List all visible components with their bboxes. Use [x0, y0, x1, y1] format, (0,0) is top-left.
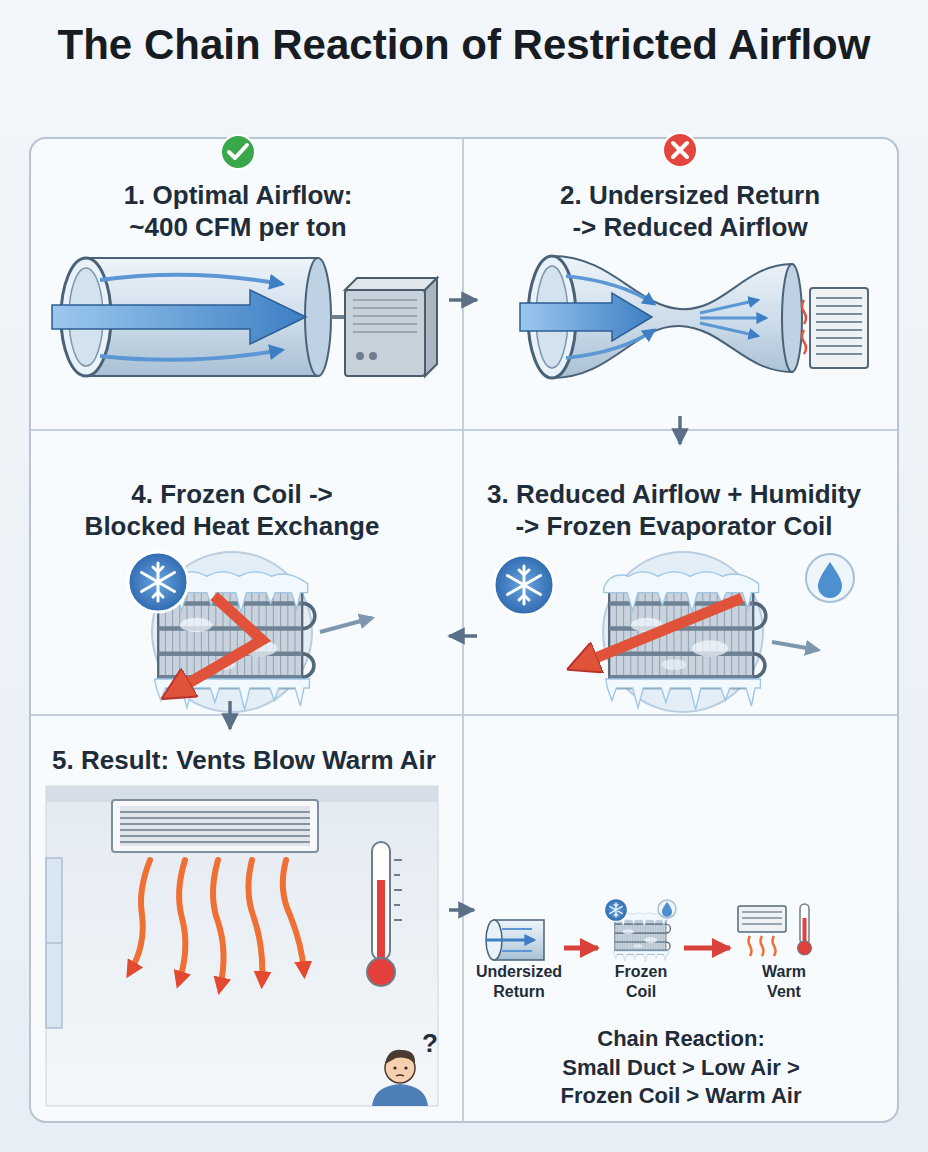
- panel-heading: 5. Result: Vents Blow Warm Air: [51, 744, 438, 776]
- step-panel: 4. Frozen Coil -> Blocked Heat Exchange: [44, 444, 449, 701]
- panel-heading: 4. Frozen Coil -> Blocked Heat Exchange: [83, 478, 381, 542]
- mini-step: Undersized Return: [474, 900, 564, 1010]
- panel-heading: 2. Undersized Return -> Reduced Airflow: [558, 179, 822, 243]
- check-icon: [221, 135, 255, 169]
- mini-label: Warm Vent: [761, 962, 808, 1002]
- panel-heading: 1. Optimal Airflow: ~400 CFM per ton: [122, 179, 354, 243]
- mini-duct: [486, 920, 544, 960]
- mini-coil: [605, 899, 676, 962]
- mini-step: Frozen Coil: [598, 900, 684, 1010]
- title: The Chain Reaction of Restricted Airflow: [56, 20, 872, 70]
- flow-arrow: [228, 701, 232, 729]
- flow-arrow: [684, 946, 730, 951]
- cross-icon: [663, 133, 697, 167]
- flow-arrow: [678, 416, 682, 444]
- panel-heading: 3. Reduced Airflow + Humidity -> Frozen …: [486, 478, 863, 542]
- ac-unit: [331, 278, 437, 376]
- summary-panel: Chain Reaction:Small Duct > Low Air > Fr…: [474, 729, 888, 1113]
- step-panel: 3. Reduced Airflow + Humidity -> Frozen …: [477, 444, 884, 701]
- flow-arrow: [449, 908, 474, 912]
- summary-text: Small Duct > Low Air > Frozen Coil > War…: [559, 1054, 803, 1110]
- flow-arrow: [449, 298, 477, 302]
- flow-arrow: [564, 946, 598, 951]
- frozen-coil-humid: [494, 552, 854, 712]
- frozen-coil-blocked: [128, 552, 372, 712]
- step-panel: 1. Optimal Airflow: ~400 CFM per ton: [44, 152, 449, 416]
- return-vent: [802, 288, 868, 368]
- narrow-duct: [520, 256, 802, 378]
- flow-arrow: [449, 634, 477, 638]
- outer-panel: [30, 138, 898, 1122]
- step-panel: 5. Result: Vents Blow Warm Air: [44, 729, 449, 1108]
- mini-step: Warm Vent: [730, 900, 844, 1010]
- mini-label: Frozen Coil: [614, 962, 669, 1002]
- summary-heading: Chain Reaction:: [596, 1025, 767, 1053]
- optimal-duct: [52, 258, 331, 376]
- mini-vent: [738, 904, 812, 956]
- mini-label: Undersized Return: [475, 962, 564, 1002]
- question-mark: ?: [421, 1028, 440, 1058]
- room-scene: [46, 786, 438, 1106]
- step-panel: 2. Undersized Return -> Reduced Airflow: [477, 152, 884, 416]
